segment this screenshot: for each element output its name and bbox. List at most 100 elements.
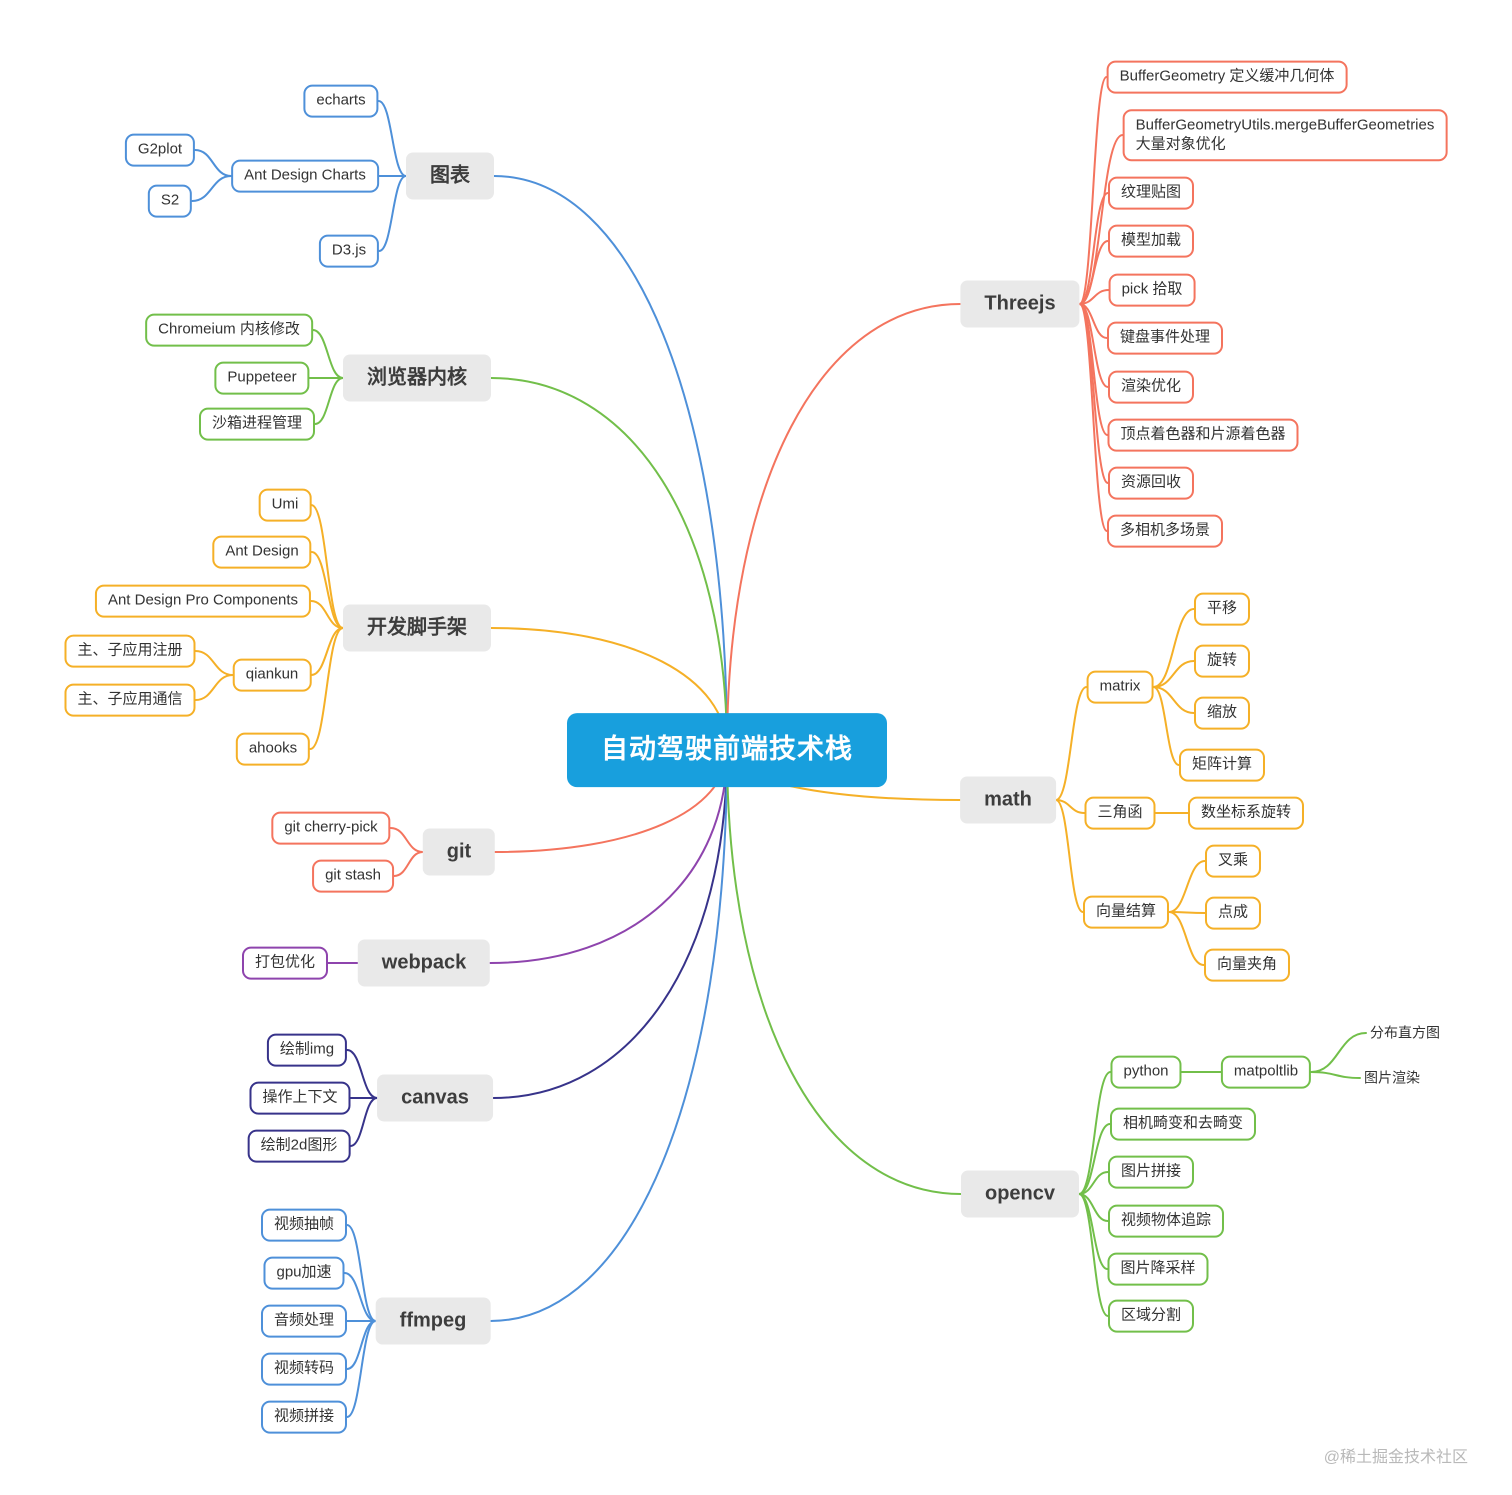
node-browser: 浏览器内核 (343, 354, 491, 402)
node-recycle: 资源回收 (1107, 466, 1195, 500)
node-antdcharts: Ant Design Charts (231, 159, 379, 193)
edge-math-vector (1054, 799, 1084, 913)
node-matrix: matrix (1086, 670, 1154, 704)
node-comm: 主、子应用通信 (64, 683, 196, 717)
edge-antdcharts-g2plot (194, 149, 233, 177)
edge-threejs-model (1078, 240, 1109, 305)
edge-central-opencv (726, 749, 962, 1195)
edge-central-charts (493, 175, 728, 751)
edge-central-canvas (491, 749, 728, 1099)
edge-matplotlib-hist (1310, 1032, 1367, 1073)
edge-math-matrix (1054, 686, 1088, 801)
node-downsample: 图片降采样 (1107, 1252, 1209, 1286)
node-translate: 平移 (1193, 592, 1251, 626)
edge-threejs-texture (1078, 192, 1109, 305)
edge-opencv-track (1078, 1193, 1109, 1222)
edge-opencv-distortion (1078, 1123, 1111, 1195)
node-chromeium: Chromeium 内核修改 (145, 313, 313, 347)
node-scale: 缩放 (1193, 696, 1251, 730)
edge-ffmpeg-frame (346, 1224, 377, 1322)
edge-central-ffmpeg (489, 749, 728, 1322)
node-matplotlib: matpoltlib (1220, 1055, 1312, 1089)
node-umi: Umi (258, 488, 312, 522)
edge-matrix-matcalc (1152, 686, 1180, 766)
node-webpack: webpack (357, 939, 491, 987)
node-ctx: 操作上下文 (249, 1081, 351, 1115)
node-ahooks: ahooks (235, 732, 311, 766)
edge-threejs-shader (1078, 303, 1109, 436)
edge-scaffold-qiankun (310, 627, 344, 676)
edge-git-cherrypick (389, 827, 424, 853)
node-reg: 主、子应用注册 (64, 634, 196, 668)
edge-ffmpeg-gpu (343, 1272, 377, 1322)
node-bundleopt: 打包优化 (241, 946, 329, 980)
edge-opencv-stitch (1078, 1171, 1109, 1195)
edge-central-browser (490, 377, 728, 751)
node-cherrypick: git cherry-pick (271, 811, 391, 845)
edge-scaffold-antd (310, 551, 344, 629)
node-qiankun: qiankun (232, 658, 312, 692)
node-central: 自动驾驶前端技术栈 (567, 713, 887, 787)
edge-browser-sandbox (314, 377, 344, 425)
node-model: 模型加载 (1107, 224, 1195, 258)
edge-math-trig (1054, 799, 1086, 814)
node-track: 视频物体追踪 (1107, 1204, 1225, 1238)
node-shader: 顶点着色器和片源着色器 (1107, 418, 1299, 452)
node-concat: 视频拼接 (260, 1400, 348, 1434)
edge-threejs-multicam (1078, 303, 1108, 532)
node-hist: 分布直方图 (1370, 1024, 1440, 1041)
edge-opencv-segment (1078, 1193, 1109, 1317)
edge-qiankun-reg (194, 650, 234, 676)
node-s2: S2 (147, 184, 193, 218)
edge-threejs-keyboard (1078, 303, 1108, 339)
node-opencv: opencv (960, 1170, 1080, 1218)
edge-matrix-translate (1152, 608, 1195, 688)
edge-matplotlib-render (1310, 1071, 1361, 1079)
edge-vector-angle (1168, 911, 1205, 966)
node-rotate: 旋转 (1193, 644, 1251, 678)
node-d3: D3.js (318, 234, 380, 268)
edge-opencv-downsample (1078, 1193, 1109, 1270)
node-frame: 视频抽帧 (260, 1208, 348, 1242)
node-coordrot: 数坐标系旋转 (1187, 796, 1305, 830)
node-vector: 向量结算 (1082, 895, 1170, 929)
node-canvas: canvas (377, 1074, 493, 1122)
node-cross: 叉乘 (1204, 844, 1262, 878)
edge-vector-cross (1168, 860, 1206, 913)
edge-scaffold-antdpro (310, 600, 344, 629)
node-ffmpeg: ffmpeg (375, 1297, 491, 1345)
edge-charts-d3 (378, 175, 407, 252)
node-trig: 三角函 (1084, 796, 1156, 830)
watermark: @稀土掘金技术社区 (1323, 1449, 1468, 1466)
edge-canvas-drawimg (346, 1049, 379, 1099)
node-transcode: 视频转码 (260, 1352, 348, 1386)
node-audio: 音频处理 (260, 1304, 348, 1338)
edge-scaffold-umi (310, 504, 344, 629)
node-keyboard: 键盘事件处理 (1106, 321, 1224, 355)
node-multicam: 多相机多场景 (1106, 514, 1224, 548)
edge-browser-chromeium (311, 329, 344, 379)
node-echarts: echarts (303, 84, 379, 118)
node-python: python (1110, 1055, 1182, 1089)
node-matcalc: 矩阵计算 (1178, 748, 1266, 782)
node-math: math (960, 776, 1056, 824)
edge-threejs-pick (1078, 289, 1110, 305)
edge-threejs-renderopt (1078, 303, 1109, 388)
edge-git-stash (392, 851, 424, 877)
node-angle: 向量夹角 (1203, 948, 1291, 982)
edge-opencv-python (1078, 1071, 1112, 1195)
node-gpu: gpu加速 (263, 1256, 345, 1290)
edge-ffmpeg-transcode (346, 1320, 377, 1370)
node-pick: pick 拾取 (1108, 273, 1196, 307)
node-antdpro: Ant Design Pro Components (94, 584, 312, 618)
edge-matrix-scale (1152, 686, 1195, 714)
edge-charts-echarts (377, 100, 407, 177)
node-scaffold: 开发脚手架 (343, 604, 491, 652)
node-puppeteer: Puppeteer (214, 361, 310, 395)
edge-scaffold-ahooks (309, 627, 344, 750)
node-charts: 图表 (406, 152, 494, 200)
node-stitch: 图片拼接 (1107, 1155, 1195, 1189)
node-g2plot: G2plot (124, 133, 196, 167)
edge-ffmpeg-concat (346, 1320, 377, 1418)
